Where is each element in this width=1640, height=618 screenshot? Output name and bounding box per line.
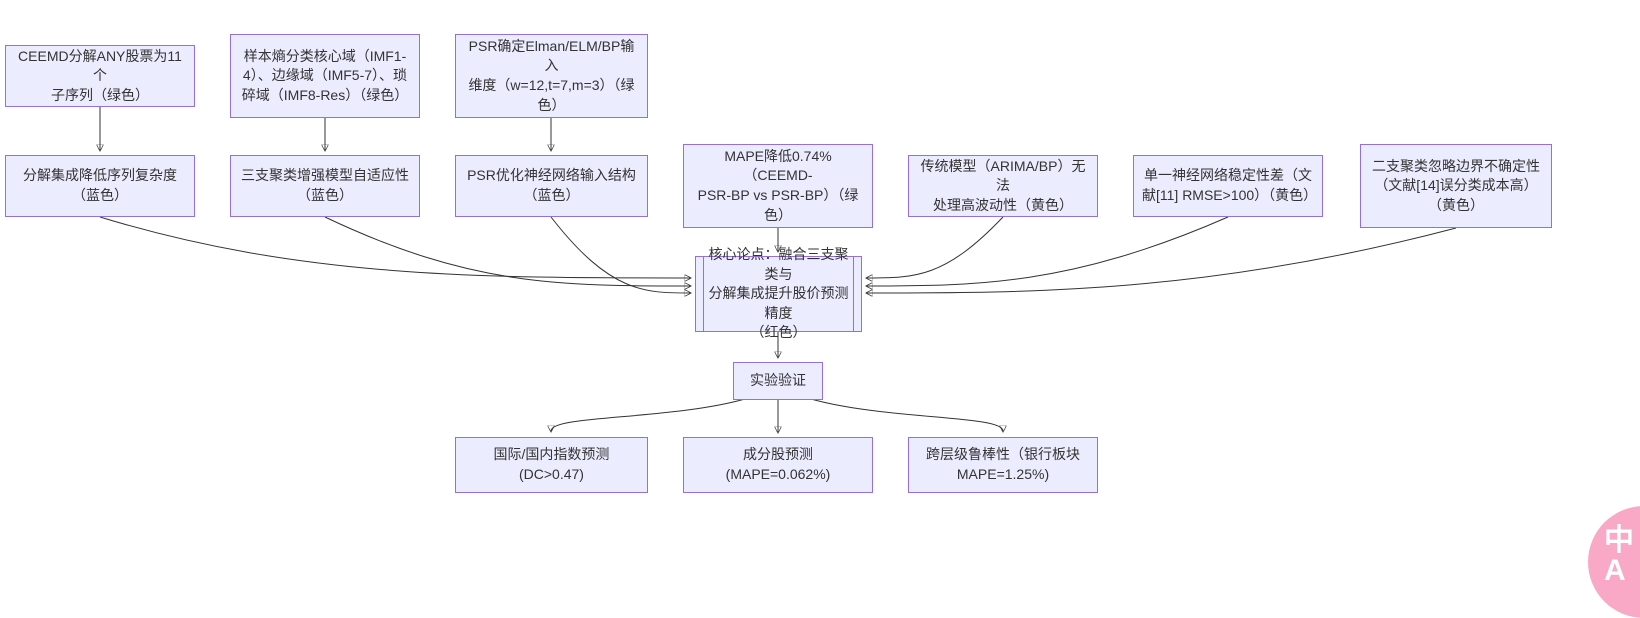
flow-node-psr-structure: PSR优化神经网络输入结构 （蓝色） <box>455 155 648 217</box>
page: { "diagram": { "background": "#ffffff", … <box>0 34 1640 618</box>
flow-node-label: 成分股预测 (MAPE=0.062%) <box>725 446 831 482</box>
flow-node-core-thesis: 核心论点：融合三支聚类与 分解集成提升股价预测精度 （红色） <box>695 246 862 340</box>
flowchart: CEEMD分解ANY股票为11个 子序列（绿色） 样本熵分类核心域（IMF1- 4… <box>5 34 1552 493</box>
flow-node-label: CEEMD分解ANY股票为11个 子序列（绿色） <box>18 47 182 103</box>
flow-node-label: 分解集成降低序列复杂度 （蓝色） <box>23 167 177 203</box>
flow-edge-two-way-cluster-limit-to-core-thesis <box>867 227 1457 293</box>
flow-node-label: 传统模型（ARIMA/BP）无法 处理高波动性（黄色） <box>920 157 1086 213</box>
flow-edge-experiment-validation-to-index-prediction <box>551 398 746 431</box>
flow-node-label: 三支聚类增强模型自适应性 （蓝色） <box>241 167 409 203</box>
flow-node-label: 实验验证 <box>750 372 806 389</box>
flow-edge-single-nn-instability-to-core-thesis <box>867 216 1229 286</box>
flow-node-decomposition-complexity: 分解集成降低序列复杂度 （蓝色） <box>5 155 195 217</box>
flow-node-label: PSR优化神经网络输入结构 （蓝色） <box>467 167 636 203</box>
flow-node-single-nn-instability: 单一神经网络稳定性差（文 献[11] RMSE>100）（黄色） <box>1133 155 1323 217</box>
flow-node-three-way-adaptivity: 三支聚类增强模型自适应性 （蓝色） <box>230 155 420 217</box>
flow-node-ceemd-decompose: CEEMD分解ANY股票为11个 子序列（绿色） <box>5 45 195 107</box>
flow-node-label: 国际/国内指数预测 (DC>0.47) <box>493 446 610 482</box>
flow-node-label: 跨层级鲁棒性（银行板块 MAPE=1.25%) <box>926 446 1080 482</box>
flow-edge-three-way-adaptivity-to-core-thesis <box>324 216 690 286</box>
flow-node-cross-level-robustness: 跨层级鲁棒性（银行板块 MAPE=1.25%) <box>908 437 1098 493</box>
translate-badge-glyphs: 中 A <box>1604 524 1634 587</box>
flow-node-traditional-model-limit: 传统模型（ARIMA/BP）无法 处理高波动性（黄色） <box>908 155 1098 217</box>
flow-node-label: 样本熵分类核心域（IMF1- 4）、边缘域（IMF5-7）、琐 碎域（IMF8-… <box>241 47 409 103</box>
flow-node-index-prediction: 国际/国内指数预测 (DC>0.47) <box>455 437 648 493</box>
flow-node-experiment-validation: 实验验证 <box>733 362 823 400</box>
flow-node-label: MAPE降低0.74%（CEEMD- PSR-BP vs PSR-BP）（绿 色… <box>697 147 859 223</box>
flow-node-label: 二支聚类忽略边界不确定性 （文献[14]误分类成本高） （黄色） <box>1372 157 1540 213</box>
edge-layer <box>0 107 1457 574</box>
flow-edge-psr-structure-to-core-thesis <box>550 216 690 293</box>
flow-node-mape-improvement: MAPE降低0.74%（CEEMD- PSR-BP vs PSR-BP）（绿 色… <box>683 144 873 228</box>
flow-edge-experiment-validation-to-cross-level-robustness <box>810 398 1003 431</box>
flow-node-sample-entropy-domains: 样本熵分类核心域（IMF1- 4）、边缘域（IMF5-7）、琐 碎域（IMF8-… <box>230 34 420 118</box>
flow-node-label: 单一神经网络稳定性差（文 献[11] RMSE>100）（黄色） <box>1142 167 1318 203</box>
flow-edge-decomposition-complexity-to-core-thesis <box>99 216 690 278</box>
flow-node-psr-input-dimension: PSR确定Elman/ELM/BP输入 维度（w=12,t=7,m=3）（绿 色… <box>455 34 648 118</box>
flow-node-label: PSR确定Elman/ELM/BP输入 维度（w=12,t=7,m=3）（绿 色… <box>468 37 635 113</box>
flow-node-constituent-prediction: 成分股预测 (MAPE=0.062%) <box>683 437 873 493</box>
flow-node-label: 核心论点：融合三支聚类与 分解集成提升股价预测精度 （红色） <box>708 246 849 341</box>
flow-edge-traditional-model-limit-to-core-thesis <box>867 216 1004 278</box>
flow-node-two-way-cluster-limit: 二支聚类忽略边界不确定性 （文献[14]误分类成本高） （黄色） <box>1360 144 1552 228</box>
